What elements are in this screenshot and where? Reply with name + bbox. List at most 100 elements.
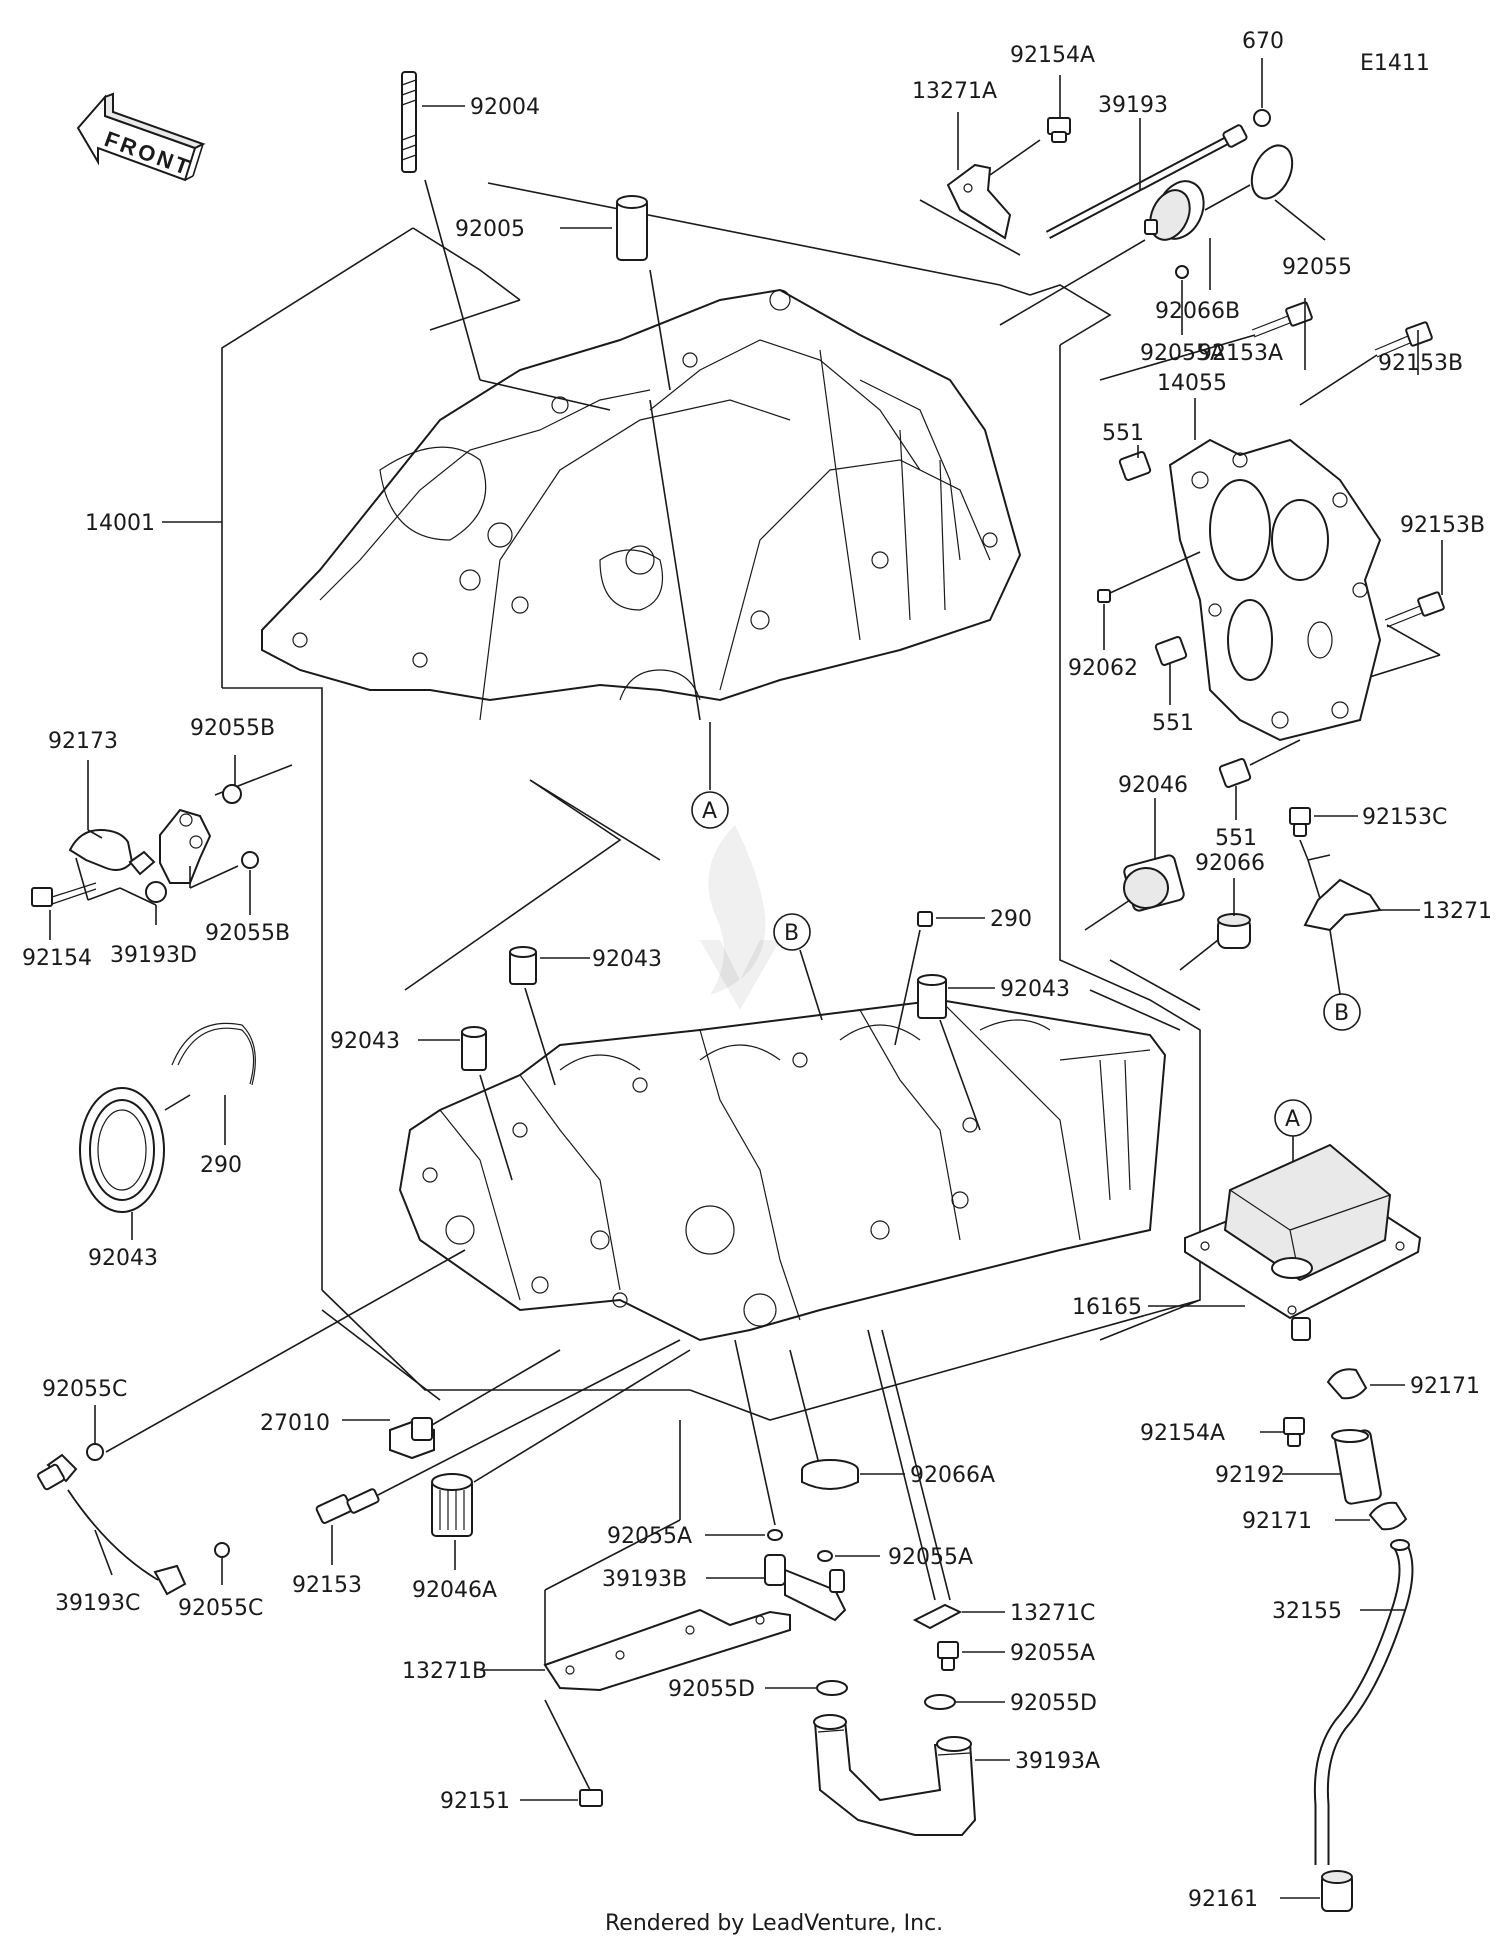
label-14001: 14001	[85, 511, 155, 536]
label-92173: 92173	[48, 729, 118, 754]
label-92055b-lower: 92055B	[205, 921, 290, 946]
pipe-39193	[1045, 118, 1248, 239]
label-39193d: 39193D	[110, 943, 197, 968]
footer-credit: Rendered by LeadVenture, Inc.	[605, 1911, 943, 1936]
breather-fitting-39193d	[68, 760, 293, 925]
label-13271a: 13271A	[912, 79, 997, 104]
label-92066: 92066	[1195, 851, 1265, 876]
label-92043-right: 92043	[1000, 977, 1070, 1002]
label-92151: 92151	[440, 1789, 510, 1814]
label-92171-upper: 92171	[1410, 1374, 1480, 1399]
label-92046a: 92046A	[412, 1578, 497, 1603]
callout-b-right: B	[1323, 929, 1361, 1031]
oring-92055d-right	[924, 1694, 1005, 1710]
diagram-code: E1411	[1360, 51, 1430, 76]
label-92066b: 92066B	[1155, 299, 1240, 324]
dowel-551-mid	[1154, 636, 1188, 705]
plate-13271b	[480, 1420, 791, 1791]
label-92046: 92046	[1118, 773, 1188, 798]
label-92153a: 92153A	[1198, 341, 1283, 366]
oring-670	[1253, 58, 1271, 127]
label-39193b: 39193B	[602, 1567, 687, 1592]
dowel-551-top	[1118, 445, 1152, 481]
oil-pipe-39193c	[37, 1249, 466, 1596]
cap-92161	[1280, 1870, 1353, 1912]
label-92154a-right: 92154A	[1140, 1421, 1225, 1446]
bearing-92046a	[431, 1349, 691, 1570]
cap-92066	[1179, 878, 1251, 971]
label-92154a-top: 92154A	[1010, 43, 1095, 68]
label-92055a-left: 92055A	[607, 1524, 692, 1549]
fitting-92153	[315, 1339, 681, 1565]
fitting-39193b	[705, 1339, 880, 1622]
label-92153c: 92153C	[1362, 805, 1447, 830]
label-670: 670	[1242, 29, 1284, 54]
bolt-92154a-top	[1047, 117, 1071, 143]
label-92062: 92062	[1068, 656, 1138, 681]
bolt-92153b-mid	[1359, 540, 1445, 681]
clip-13271c	[867, 1329, 1005, 1630]
oil-strainer-16165	[1148, 1143, 1422, 1341]
switch-27010	[342, 1349, 561, 1460]
dowel-92043-top	[509, 946, 590, 1086]
label-13271b: 13271B	[402, 1659, 487, 1684]
callout-a-right-text: A	[1285, 1107, 1300, 1132]
label-14055: 14055	[1157, 371, 1227, 396]
upper-crankcase	[261, 288, 1022, 721]
label-551-low: 551	[1215, 826, 1257, 851]
bolt-92153c	[1289, 807, 1358, 906]
plug-290	[894, 911, 985, 1046]
callout-b-center: B	[773, 913, 823, 1021]
oring-92055a-top	[1175, 265, 1189, 335]
bolt-92154a-center	[937, 1641, 1005, 1671]
cap-92066b	[999, 180, 1251, 326]
label-39193: 39193	[1098, 93, 1168, 118]
lower-crankcase	[398, 998, 1167, 1342]
oring-92055d-left	[765, 1680, 848, 1696]
callout-a-center-text: A	[702, 799, 717, 824]
label-27010: 27010	[260, 1411, 330, 1436]
cover-14055	[1168, 398, 1382, 742]
oring-92055	[1250, 144, 1326, 241]
label-92153: 92153	[292, 1573, 362, 1598]
callout-b-center-text: B	[784, 921, 799, 946]
bracket-13271a	[946, 75, 1061, 240]
oil-seal-92049	[79, 1087, 191, 1240]
bolt-92153b-top	[1299, 321, 1433, 406]
watermark-logo	[700, 825, 780, 1010]
dowel-92005	[560, 195, 671, 391]
label-92055a-right: 92055A	[888, 1545, 973, 1570]
label-92153b-mid: 92153B	[1400, 513, 1485, 538]
label-92055c-upper: 92055C	[42, 1377, 127, 1402]
callout-a-center: A	[691, 722, 729, 829]
dowel-551-low	[1218, 739, 1301, 820]
label-92043-left: 92043	[330, 1029, 400, 1054]
clamp-92171-lower	[1335, 1501, 1408, 1531]
label-92066a: 92066A	[910, 1463, 995, 1488]
oring-92055b-lower	[241, 851, 259, 869]
bearing-92046	[1084, 798, 1185, 931]
label-39193c: 39193C	[55, 1591, 140, 1616]
label-92043-top: 92043	[592, 947, 662, 972]
callout-b-right-text: B	[1334, 1001, 1349, 1026]
label-92154: 92154	[22, 946, 92, 971]
hose-92192	[1282, 1429, 1382, 1505]
label-16165: 16165	[1072, 1295, 1142, 1320]
stud-92004	[401, 71, 611, 411]
bolt-92151	[520, 1789, 603, 1807]
label-92055d-left: 92055D	[668, 1677, 755, 1702]
dowel-92043-left	[418, 1026, 513, 1181]
label-92005: 92005	[455, 217, 525, 242]
label-92154a-center: 92055A	[1010, 1641, 1095, 1666]
oil-pipe-39193a	[813, 1714, 1010, 1836]
label-92055d-right: 92055D	[1010, 1691, 1097, 1716]
half-ring-14013	[171, 1022, 256, 1145]
label-92055b-upper: 92055B	[190, 716, 275, 741]
label-551-top: 551	[1102, 421, 1144, 446]
bolt-92153a	[1099, 298, 1313, 381]
label-92192: 92192	[1215, 1463, 1285, 1488]
cap-92066a	[789, 1349, 905, 1490]
label-92153b-top: 92153B	[1378, 351, 1463, 376]
tube-32155	[1313, 1539, 1414, 1865]
